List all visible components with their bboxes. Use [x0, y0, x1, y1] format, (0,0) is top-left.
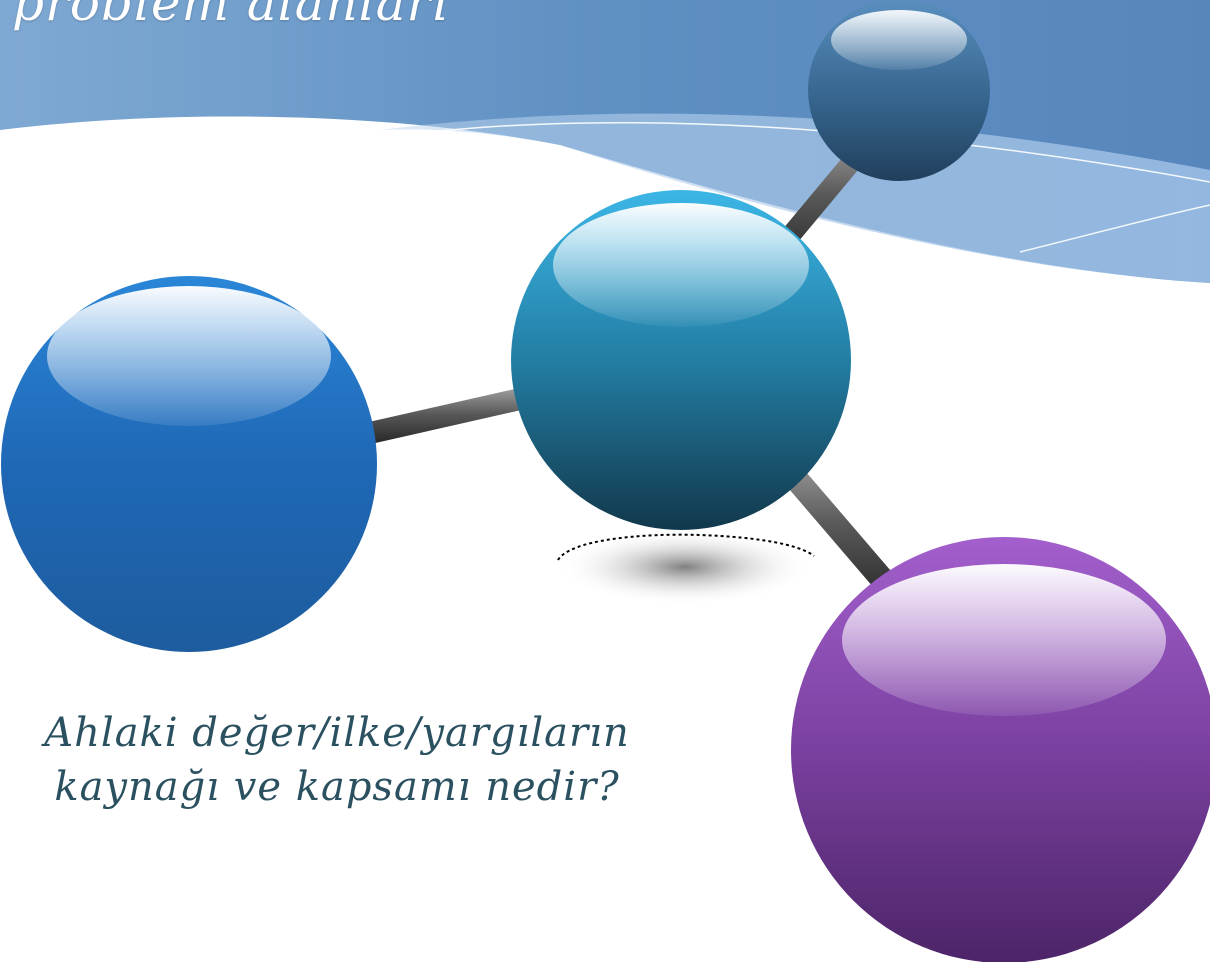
sphere-right — [791, 537, 1210, 962]
sphere-top — [808, 0, 990, 181]
question-text: Ahlaki değer/ilke/yargıların kaynağı ve … — [0, 706, 682, 814]
question-line-1: Ahlaki değer/ilke/yargıların — [44, 710, 630, 756]
slide-title: problem alanları — [12, 0, 449, 32]
sphere-center — [511, 190, 851, 530]
rod-right — [768, 448, 912, 612]
center-shadow — [557, 529, 815, 605]
wave-line-1 — [439, 122, 1210, 183]
sphere-left — [1, 276, 377, 652]
question-line-2: kaynağı ve kapsamı nedir? — [54, 764, 620, 810]
header-wave — [380, 113, 1210, 283]
wave-line-2 — [1019, 204, 1210, 253]
